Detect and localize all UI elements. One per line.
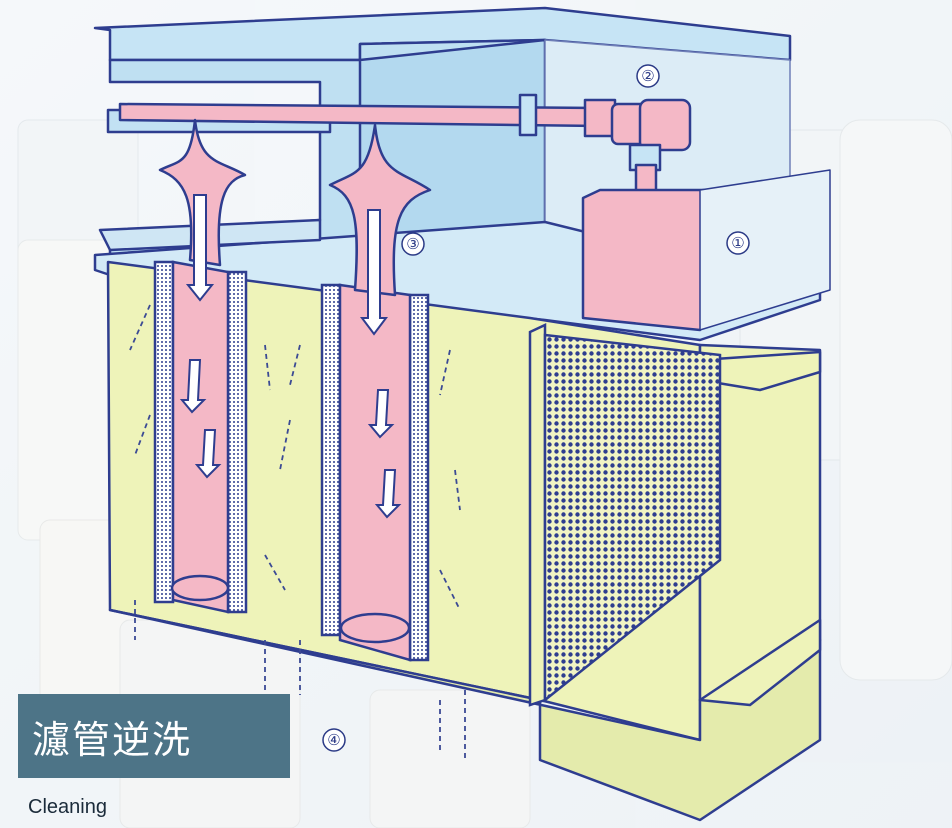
svg-text:④: ④: [327, 731, 340, 749]
caption-label: Cleaning: [28, 796, 107, 819]
marker-2: ②: [637, 65, 659, 87]
filter-cartridge-right: [322, 285, 428, 660]
title-text: 濾管逆洗: [32, 709, 192, 764]
svg-text:③: ③: [406, 235, 419, 253]
svg-text:②: ②: [641, 67, 654, 85]
marker-4: ④: [323, 729, 345, 751]
filter-cartridge-left: [155, 262, 246, 612]
marker-3: ③: [402, 233, 424, 255]
marker-1: ①: [727, 232, 749, 254]
title-banner: 濾管逆洗: [18, 694, 290, 778]
svg-text:①: ①: [731, 234, 744, 252]
